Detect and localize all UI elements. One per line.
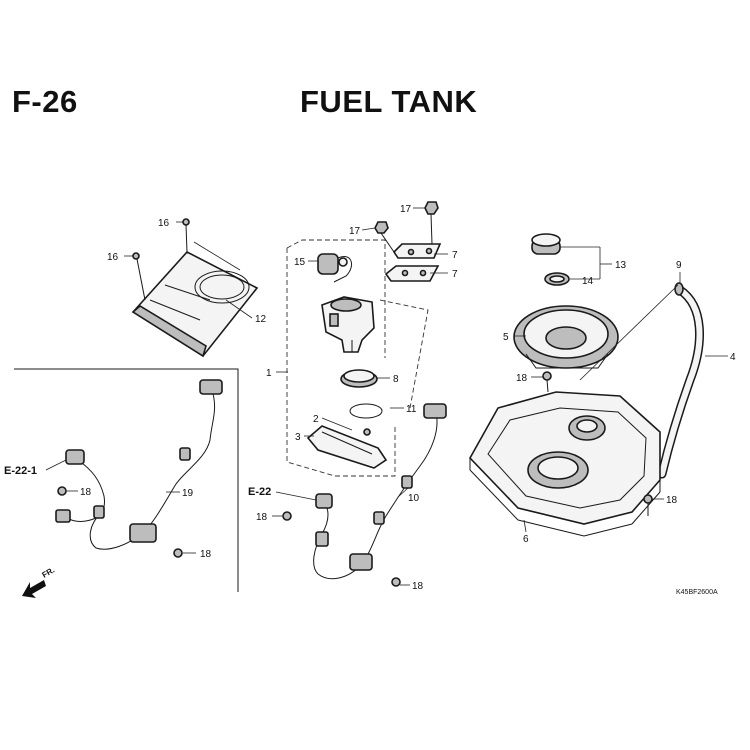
front-direction-arrow-icon [22,580,46,598]
callout-18-inset-lower: 18 [200,549,212,560]
seal-ring-part-8 [340,369,378,388]
filler-cap-part-13 [531,233,561,255]
callout-10: 10 [408,493,420,504]
callout-8: 8 [393,374,399,385]
leader-lines [45,207,728,586]
bolt-18-tank-right [643,494,653,516]
fuel-pump-group-outline [286,239,429,477]
front-direction-label: FR. [41,565,57,579]
nut-17-right [424,201,439,245]
fuel-sender-part-15 [317,253,353,283]
bolt-16-lower [132,252,146,301]
callout-4: 4 [730,352,736,363]
cap-gasket-part-14 [544,272,570,286]
callout-2: 2 [313,414,319,425]
plate-part-7-lower [384,265,440,282]
harness-part-19 [55,379,223,550]
plate-part-7-upper [392,243,442,259]
bolt-18-center-left [282,511,292,521]
callout-5: 5 [503,332,509,343]
callout-18-center-left: 18 [256,512,268,523]
strainer-part-3 [306,425,388,469]
o-ring-part-11 [349,403,383,419]
callout-18-inset-left: 18 [80,487,92,498]
callout-18-tank-top: 18 [516,373,528,384]
bracket-part-12 [131,251,259,358]
hose-clip-part-9 [674,282,684,296]
callout-14: 14 [582,276,594,287]
filler-tray-part-5 [513,305,619,369]
breather-hose-part-4 [657,285,704,479]
callout-1: 1 [266,368,272,379]
bolt-18-tank-top [542,371,552,393]
callout-11: 11 [406,404,417,415]
page-code: F-26 [12,84,78,119]
fuel-pump-body [321,296,375,353]
reference-e22: E-22 [248,486,271,498]
callout-9: 9 [676,260,682,271]
fuel-tank-part-6 [469,391,661,537]
page-title: FUEL TANK [300,84,478,119]
callout-15: 15 [294,257,306,268]
callout-3: 3 [295,432,301,443]
reference-e22-1: E-22-1 [4,465,37,477]
bolt-18-inset-left [57,486,67,496]
bolt-16-upper [182,218,190,253]
callout-7-lower: 7 [452,269,458,280]
callout-18-tank-right: 18 [666,495,678,506]
callout-16-lower: 16 [107,252,119,263]
inset-frame [14,368,239,592]
diagram-code: K45BF2600A [676,589,718,596]
callout-12: 12 [255,314,267,325]
callout-16-upper: 16 [158,218,170,229]
bolt-18-inset-lower [173,548,183,558]
callout-18-center-lower: 18 [412,581,424,592]
harness-part-10 [313,403,447,580]
callout-6: 6 [523,534,529,545]
callout-17-right: 17 [400,204,412,215]
nut-17-left [374,221,395,253]
callout-19: 19 [182,488,194,499]
callout-7-upper: 7 [452,250,458,261]
callout-17-left: 17 [349,226,361,237]
callout-13: 13 [615,260,627,271]
bolt-18-center-lower [391,577,401,587]
